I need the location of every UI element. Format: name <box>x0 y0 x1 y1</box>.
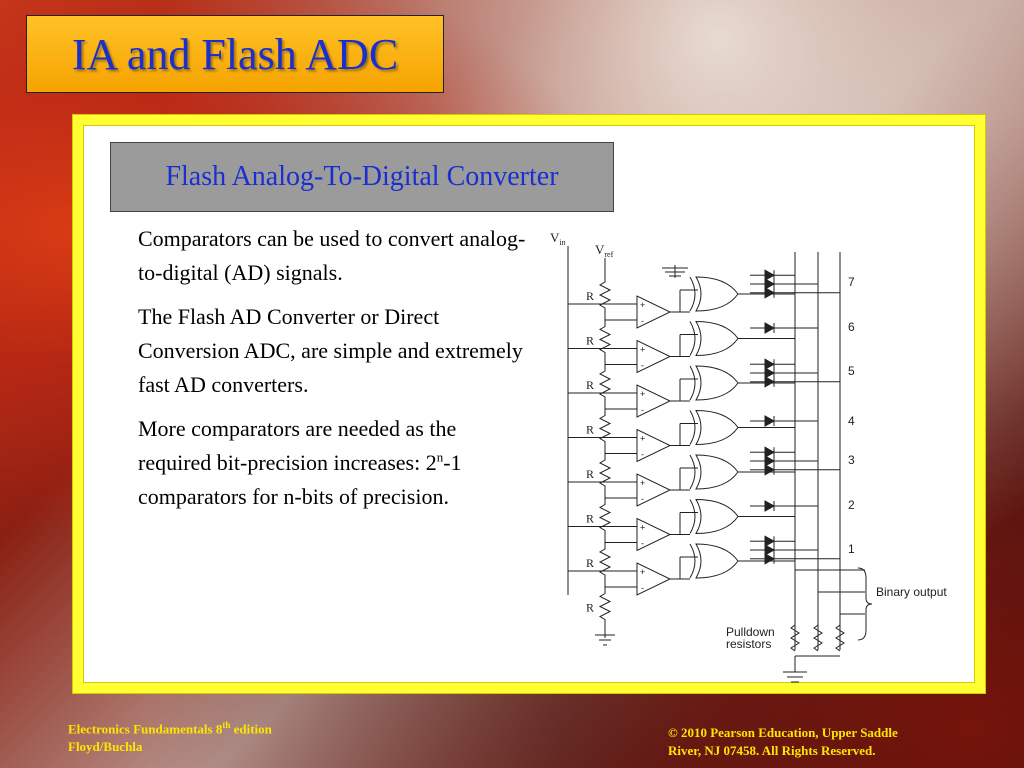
flash-adc-circuit-diagram: +-+-+-+-+-+-+- Vin Vref Binary output Pu… <box>550 230 947 683</box>
body-text: Comparators can be used to convert analo… <box>138 222 530 524</box>
subtitle-box: Flash Analog-To-Digital Converter <box>110 142 614 212</box>
comparator-plus: + <box>640 434 645 444</box>
comparator-minus: - <box>641 583 644 593</box>
pulldown-label-line1: Pulldown <box>726 625 775 639</box>
paragraph-precision: More comparators are needed as the requi… <box>138 412 530 514</box>
content-frame-inner <box>83 125 975 683</box>
comparator-minus: - <box>641 450 644 460</box>
vref-label: Vref <box>595 242 614 259</box>
diode-group <box>750 322 818 334</box>
resistor-label: R <box>586 289 594 303</box>
diode-group <box>750 415 818 427</box>
output-number: 3 <box>848 453 855 467</box>
resistor-label: R <box>586 334 594 348</box>
footer-book-title: Electronics Fundamentals 8th edition <box>68 720 272 737</box>
paragraph-precision-before: More comparators are needed as the requi… <box>138 416 457 475</box>
diode-group <box>750 358 840 388</box>
slide-subtitle: Flash Analog-To-Digital Converter <box>165 161 559 192</box>
diode-group <box>750 535 840 565</box>
paragraph-precision-after: -1 comparators for n-bits of precision. <box>138 450 462 509</box>
resistor-ladder <box>598 280 612 638</box>
paragraph-flash-adc: The Flash AD Converter or Direct Convers… <box>138 304 523 397</box>
output-number: 7 <box>848 275 855 289</box>
comparator: +- <box>568 409 795 463</box>
slide-title: IA and Flash ADC <box>71 29 399 79</box>
resistor-labels: R R R R R R R R <box>586 289 594 615</box>
output-number: 2 <box>848 498 855 512</box>
comparator-plus: + <box>640 389 645 399</box>
vin-label: Vin <box>550 230 566 247</box>
comparator-minus: - <box>641 316 644 326</box>
comparator-plus: + <box>640 345 645 355</box>
copyright-line2: River, NJ 07458. All Rights Reserved. <box>668 743 876 758</box>
resistor-label: R <box>586 467 594 481</box>
comparator: +- <box>568 543 795 596</box>
comparator-minus: - <box>641 539 644 549</box>
footer-authors: Floyd/Buchla <box>68 739 143 755</box>
comparator: +- <box>568 498 795 552</box>
comparator-minus: - <box>641 494 644 504</box>
comparator: +- <box>568 276 795 329</box>
resistor-label: R <box>586 512 594 526</box>
resistor-label: R <box>586 556 594 570</box>
output-number: 1 <box>848 542 855 556</box>
resistor-label: R <box>586 378 594 392</box>
diode-group <box>750 446 840 476</box>
resistor-label: R <box>586 601 594 615</box>
comparator: +- <box>568 365 795 418</box>
comparator: +- <box>568 454 795 507</box>
resistor-label: R <box>586 423 594 437</box>
output-number: 6 <box>848 320 855 334</box>
comparator-plus: + <box>640 523 645 533</box>
diode-group <box>750 269 840 299</box>
comparator-plus: + <box>640 300 645 310</box>
comparator-plus: + <box>640 567 645 577</box>
comparator-stages: +-+-+-+-+-+-+- <box>568 276 795 596</box>
comparator-plus: + <box>640 478 645 488</box>
output-number: 4 <box>848 414 855 428</box>
diode-group <box>750 500 818 512</box>
output-line-numbers: 7 6 5 4 3 2 1 <box>848 275 855 556</box>
footer-copyright: © 2010 Pearson Education, Upper Saddle R… <box>668 724 998 760</box>
copyright-line1: © 2010 Pearson Education, Upper Saddle <box>668 725 898 740</box>
encoder-diodes <box>750 269 840 565</box>
footer-left: Electronics Fundamentals 8th edition Flo… <box>68 716 272 756</box>
comparator-minus: - <box>641 361 644 371</box>
pulldown-label-line2: resistors <box>726 637 771 651</box>
binary-output-label: Binary output <box>876 585 947 599</box>
title-box: IA and Flash ADC <box>26 15 444 93</box>
output-number: 5 <box>848 364 855 378</box>
paragraph-precision-sup: n <box>436 449 444 465</box>
comparator: +- <box>568 320 795 374</box>
comparator-minus: - <box>641 405 644 415</box>
paragraph-comparators: Comparators can be used to convert analo… <box>138 226 526 285</box>
